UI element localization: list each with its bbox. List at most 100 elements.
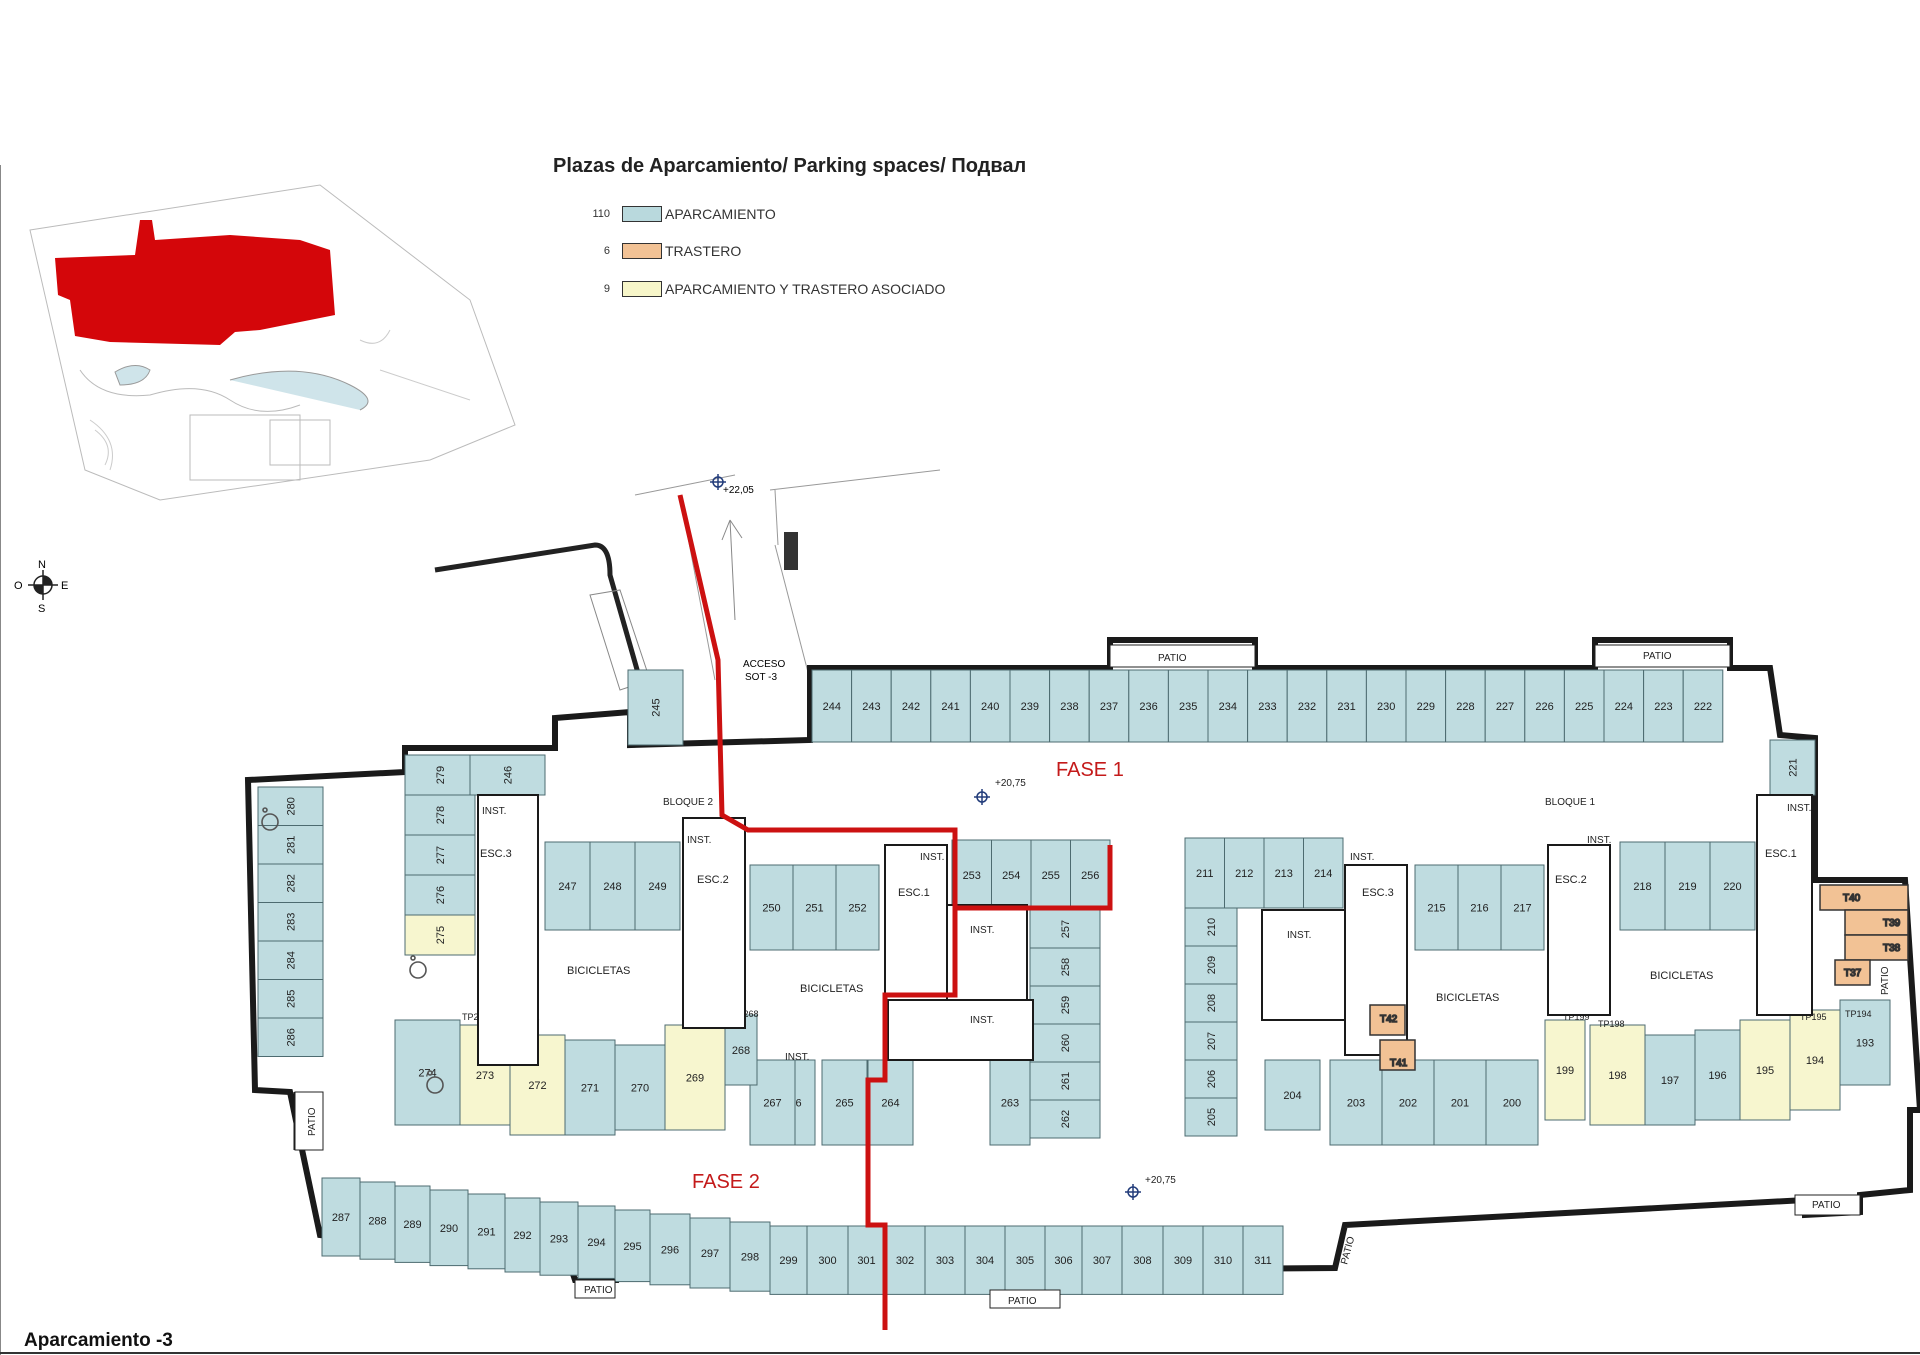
legend-count: 9 [603,283,610,295]
space-number: 246 [503,766,515,784]
space-number: 259 [1060,996,1072,1014]
legend-item-associated: 9 APARCAMIENTO Y TRASTERO ASOCIADO [570,278,945,300]
access-label-1: ACCESO [743,659,785,670]
space-number: 262 [1060,1110,1072,1128]
associated-tag: TP273 [462,1012,489,1022]
parking-space [1414,864,1459,951]
space-number: 257 [1060,920,1072,938]
legend-item-storage: 6 TRASTERO [570,240,741,262]
parking-space [1009,669,1051,743]
parking-space [577,1205,616,1279]
space-number: 233 [1258,701,1276,713]
storage-label: T40 [1843,893,1861,904]
space-number: 275 [435,926,447,944]
space-number: 294 [587,1237,605,1249]
page-border-line [0,165,1,1355]
phase-label: FASE 2 [692,1171,760,1193]
space-number: 311 [1254,1255,1272,1267]
space-number: 302 [896,1255,914,1267]
space-number: 224 [1615,701,1633,713]
space-number: 287 [332,1212,350,1224]
parking-space [1326,669,1367,743]
parking-space [1769,739,1816,796]
parking-space [627,669,684,746]
space-number: 285 [286,990,298,1008]
parking-space [1224,837,1265,909]
space-number: 299 [779,1255,797,1267]
parking-space [1207,669,1249,743]
parking-space [404,874,476,916]
parking-space [404,834,476,876]
parking-space [1184,837,1225,909]
associated-tag: TP195 [1800,1012,1827,1022]
space-number: 249 [648,881,666,893]
parking-space [257,1017,324,1057]
space-number: 202 [1399,1098,1417,1110]
space-number: 305 [1016,1255,1034,1267]
parking-space [1029,909,1101,949]
space-number: 222 [1694,701,1712,713]
legend-label: APARCAMIENTO [665,206,776,222]
patio-label: PATIO [1008,1296,1037,1307]
storage-label: T38 [1883,943,1901,954]
block-label: BLOQUE 2 [663,797,713,808]
parking-space [1264,1059,1321,1131]
space-number: 296 [661,1244,679,1256]
block-label: BLOQUE 1 [1545,797,1595,808]
space-number: 216 [1470,903,1488,915]
parking-space [1500,864,1545,951]
storage-label: T42 [1380,1014,1398,1025]
parking-space [1694,1029,1741,1121]
space-number: 221 [1788,758,1800,776]
storage-label: T41 [1390,1058,1408,1069]
plan-labels: BLOQUE 2 BLOQUE 1 INST. INST. INST. INST… [480,759,1811,1193]
parking-space [930,669,971,743]
space-number: 267 [763,1098,781,1110]
space-number: 273 [476,1070,494,1082]
parking-space [1184,1097,1238,1137]
parking-space [1029,947,1101,987]
space-number: 199 [1556,1065,1574,1077]
access-label-2: SOT -3 [745,672,777,683]
space-number: 255 [1042,870,1060,882]
space-number: 248 [603,881,621,893]
space-number: 301 [857,1255,875,1267]
parking-space [1044,1225,1083,1295]
parking-space [1643,669,1684,743]
parking-space [664,1024,726,1131]
patio-label: PATIO [584,1285,613,1296]
space-number: 196 [1708,1070,1726,1082]
site-key-plan [29,184,516,501]
associated-tag: TP194 [1845,1009,1872,1019]
stair-label: ESC.1 [898,887,930,899]
parking-space [867,1059,914,1146]
space-number: 219 [1678,881,1696,893]
space-number: 228 [1456,701,1474,713]
parking-space [1457,864,1502,951]
parking-space [1029,1099,1101,1139]
space-number: 284 [286,951,298,969]
space-number: 205 [1206,1108,1218,1126]
space-number: 260 [1060,1034,1072,1052]
site-highlight [55,220,335,345]
patio-label: PATIO [1158,653,1187,664]
space-number: 234 [1219,701,1237,713]
space-number: 239 [1021,701,1039,713]
space-number: 300 [818,1255,836,1267]
storage-t42 [1369,1004,1406,1036]
parking-space [1121,1225,1164,1295]
parking-space [1682,669,1724,743]
space-number: 264 [881,1098,899,1110]
evacuation-route [677,494,1113,1330]
parking-space [1162,1225,1204,1295]
parking-space [1184,945,1238,985]
wheelchair-icon [261,807,444,1094]
compass-n: N [38,559,46,571]
storage-label: T37 [1844,968,1862,979]
space-number: 277 [435,846,447,864]
parking-space [964,1225,1006,1295]
space-number: 251 [805,903,823,915]
space-number: 209 [1206,956,1218,974]
parking-space [1242,1225,1284,1295]
